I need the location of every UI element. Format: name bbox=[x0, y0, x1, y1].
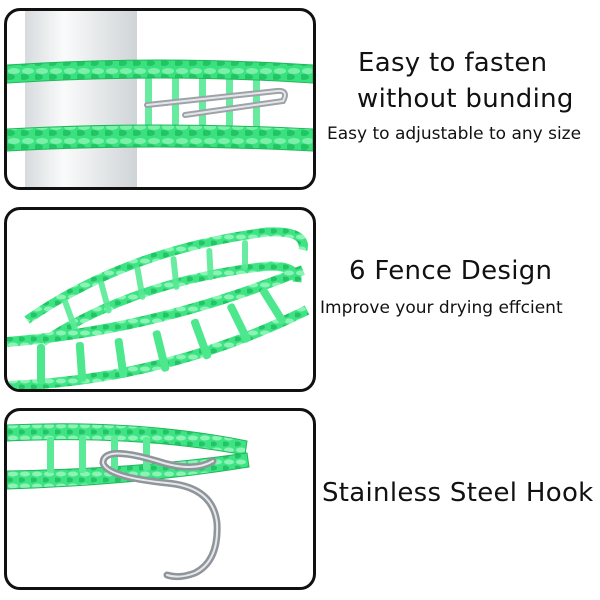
feature-image-hook bbox=[4, 408, 316, 590]
feature-1-title-line-1: Easy to fasten bbox=[358, 48, 548, 78]
pole bbox=[25, 11, 137, 187]
feature-2-subtitle: Improve your drying effcient bbox=[320, 298, 563, 318]
feature-2-title: 6 Fence Design bbox=[349, 256, 553, 286]
rope-bottom-strand bbox=[7, 452, 250, 490]
rope-bottom bbox=[7, 124, 313, 152]
feature-3-title: Stainless Steel Hook bbox=[322, 478, 594, 508]
rope-top-strand bbox=[7, 423, 248, 456]
loop-rungs-back bbox=[62, 240, 248, 332]
feature-1-title-line-2: without bunding bbox=[357, 84, 574, 114]
feature-1-subtitle: Easy to adjustable to any size bbox=[327, 124, 582, 144]
hook-rope-rungs bbox=[47, 435, 150, 473]
loop-rungs-front bbox=[37, 288, 286, 384]
loop-front-outer bbox=[7, 265, 305, 347]
ladder-rope-illustration bbox=[7, 227, 310, 389]
feature-image-fasten bbox=[4, 8, 316, 190]
loop-back-outer bbox=[24, 227, 308, 324]
feature-image-fence bbox=[4, 207, 316, 392]
rope-top bbox=[7, 59, 313, 84]
s-hook-illustration bbox=[7, 423, 250, 581]
rope-pole-illustration bbox=[7, 11, 313, 187]
